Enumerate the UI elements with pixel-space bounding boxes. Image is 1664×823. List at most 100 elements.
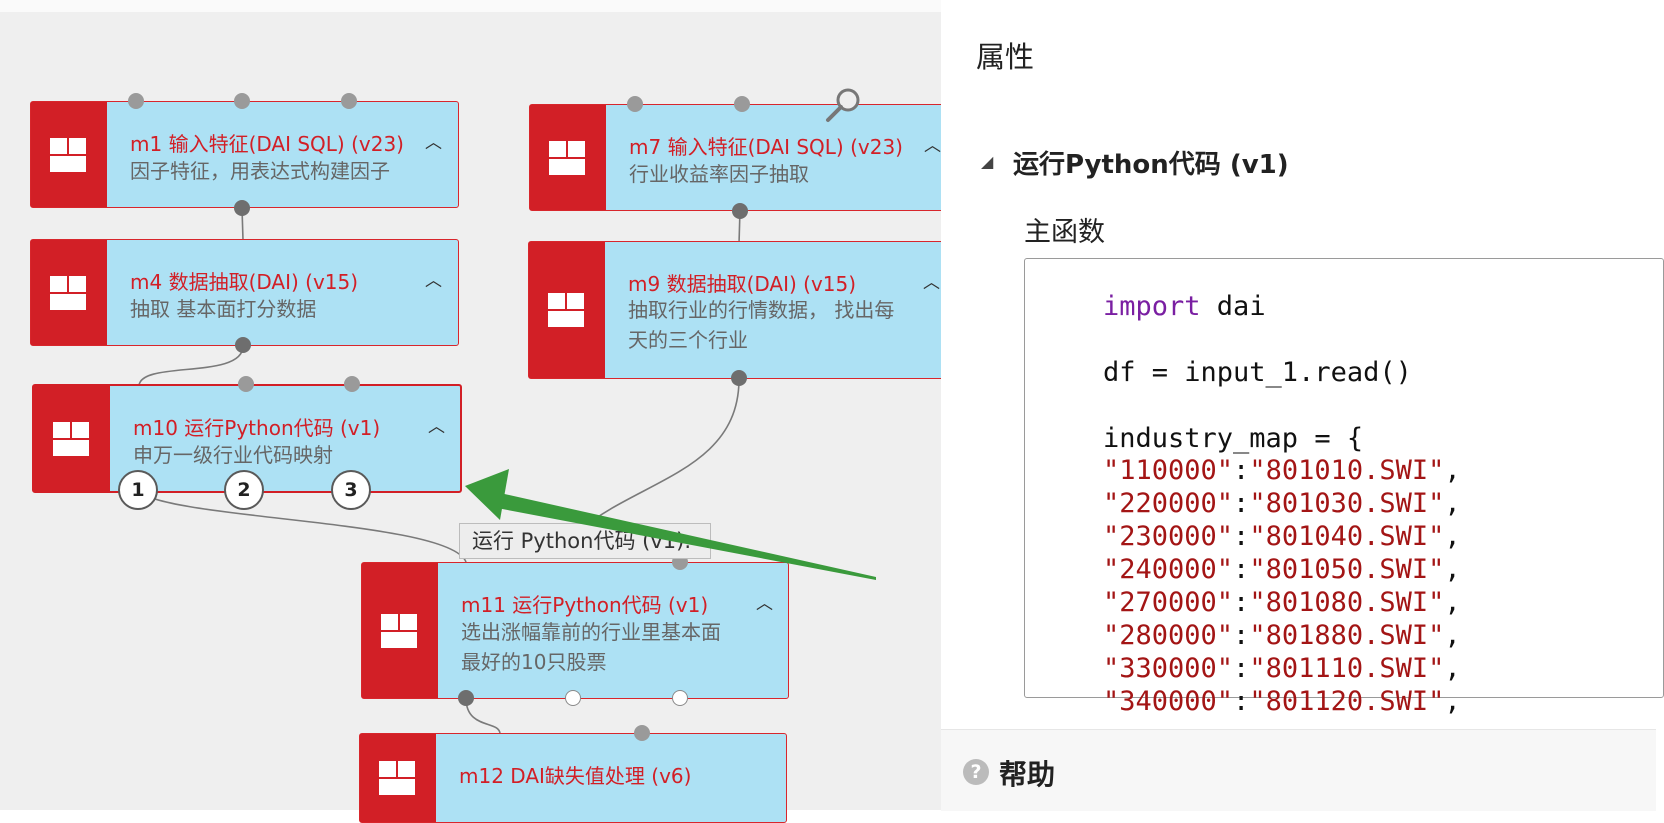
- node-m10-icon-strip: [34, 386, 110, 491]
- module-grid-icon: [548, 293, 584, 327]
- module-grid-icon: [50, 137, 86, 172]
- code-string-key: "280000": [1103, 620, 1234, 651]
- panel-heading: 属性: [976, 40, 1035, 74]
- code-map-entry: "240000":"801050.SWI",: [1103, 554, 1461, 585]
- output-port[interactable]: [732, 203, 748, 219]
- input-port[interactable]: [238, 376, 254, 392]
- input-port[interactable]: [234, 93, 250, 109]
- code-line-read: df = input_1.read(): [1103, 357, 1412, 388]
- code-colon: :: [1233, 521, 1250, 552]
- code-string-value: "801880.SWI": [1249, 620, 1445, 651]
- code-comma: ,: [1444, 455, 1461, 486]
- code-string-key: "340000": [1103, 686, 1234, 717]
- node-m7-icon-strip: [530, 105, 606, 210]
- node-m7[interactable]: m7 输入特征(DAI SQL) (v23) 行业收益率因子抽取 ︿: [529, 104, 959, 211]
- code-map-entry: "330000":"801110.SWI",: [1103, 653, 1461, 684]
- collapse-chevron-icon[interactable]: ︿: [923, 273, 940, 293]
- output-port-3[interactable]: 3: [331, 470, 371, 510]
- node-m12[interactable]: m12 DAI缺失值处理 (v6): [359, 733, 787, 823]
- code-comma: ,: [1444, 521, 1461, 552]
- code-string-value: "801010.SWI": [1249, 455, 1445, 486]
- code-comma: ,: [1444, 686, 1461, 717]
- workflow-canvas[interactable]: m1 输入特征(DAI SQL) (v23) 因子特征，用表达式构建因子 ︿ m…: [0, 0, 959, 823]
- help-bar[interactable]: [941, 729, 1656, 811]
- node-m9-icon-strip: [529, 242, 605, 378]
- input-port[interactable]: [344, 376, 360, 392]
- collapse-chevron-icon[interactable]: ︿: [924, 136, 941, 156]
- main-function-label: 主函数: [1024, 217, 1105, 248]
- node-m1[interactable]: m1 输入特征(DAI SQL) (v23) 因子特征，用表达式构建因子 ︿: [30, 101, 459, 208]
- module-section-title[interactable]: 运行Python代码 (v1): [1013, 150, 1289, 180]
- node-m11-desc-line2: 最好的10只股票: [461, 650, 607, 674]
- node-m1-desc: 因子特征，用表达式构建因子: [130, 159, 390, 183]
- output-port[interactable]: [731, 370, 747, 386]
- edge-m4-m10: [138, 345, 244, 387]
- code-colon: :: [1233, 686, 1250, 717]
- collapse-chevron-icon[interactable]: ︿: [425, 133, 442, 153]
- edge-m11-m12: [465, 697, 501, 735]
- input-port[interactable]: [634, 725, 650, 741]
- help-label[interactable]: 帮助: [999, 758, 1056, 791]
- node-m11[interactable]: m11 运行Python代码 (v1) 选出涨幅靠前的行业里基本面 最好的10只…: [361, 562, 789, 699]
- node-m7-desc: 行业收益率因子抽取: [629, 162, 809, 186]
- canvas-top-band: [0, 0, 941, 12]
- node-m9[interactable]: m9 数据抽取(DAI) (v15) 抽取行业的行情数据， 找出每 天的三个行业…: [528, 241, 959, 379]
- module-grid-icon: [53, 421, 89, 456]
- code-comma: ,: [1444, 488, 1461, 519]
- collapse-chevron-icon[interactable]: ︿: [425, 271, 442, 291]
- code-string-value: "801030.SWI": [1249, 488, 1445, 519]
- collapse-triangle-icon[interactable]: ◢: [981, 152, 994, 171]
- node-m1-icon-strip: [31, 102, 107, 207]
- output-port-2[interactable]: 2: [224, 470, 264, 510]
- code-colon: :: [1233, 554, 1250, 585]
- code-comma: ,: [1444, 554, 1461, 585]
- code-map-entry: "340000":"801120.SWI",: [1103, 686, 1461, 717]
- module-grid-icon: [381, 613, 417, 648]
- node-m12-title: m12 DAI缺失值处理 (v6): [459, 764, 692, 788]
- code-map-entry: "220000":"801030.SWI",: [1103, 488, 1461, 519]
- input-port[interactable]: [341, 93, 357, 109]
- code-string-key: "330000": [1103, 653, 1234, 684]
- node-m11-desc-line1: 选出涨幅靠前的行业里基本面: [461, 620, 721, 644]
- code-string-value: "801080.SWI": [1249, 587, 1445, 618]
- magnifier-icon[interactable]: [824, 86, 864, 126]
- input-port[interactable]: [627, 96, 643, 112]
- input-port[interactable]: [128, 93, 144, 109]
- code-line-map-open: industry_map = {: [1103, 423, 1364, 454]
- code-string-key: "240000": [1103, 554, 1234, 585]
- input-port[interactable]: [734, 96, 750, 112]
- help-icon: ?: [963, 759, 989, 785]
- node-m9-desc-line2: 天的三个行业: [628, 328, 748, 352]
- output-port[interactable]: [235, 337, 251, 353]
- code-string-value: "801050.SWI": [1249, 554, 1445, 585]
- node-m4[interactable]: m4 数据抽取(DAI) (v15) 抽取 基本面打分数据 ︿: [30, 239, 459, 346]
- code-comma: ,: [1444, 653, 1461, 684]
- node-m9-desc-line1: 抽取行业的行情数据， 找出每: [628, 298, 895, 322]
- code-string-key: "220000": [1103, 488, 1234, 519]
- node-m12-icon-strip: [360, 734, 436, 822]
- code-keyword: import: [1103, 291, 1201, 322]
- collapse-chevron-icon[interactable]: ︿: [428, 417, 445, 437]
- code-editor[interactable]: import dai df = input_1.read() industry_…: [1024, 258, 1664, 717]
- node-m1-title: m1 输入特征(DAI SQL) (v23): [130, 132, 404, 156]
- output-port[interactable]: [565, 690, 581, 706]
- collapse-chevron-icon[interactable]: ︿: [756, 594, 773, 614]
- properties-panel: 属性 ◢ 运行Python代码 (v1) 主函数 import dai df =…: [941, 0, 1664, 811]
- output-port[interactable]: [672, 690, 688, 706]
- module-grid-icon: [549, 140, 585, 175]
- code-map-entry: "280000":"801880.SWI",: [1103, 620, 1461, 651]
- module-grid-icon: [379, 761, 415, 795]
- output-port[interactable]: [234, 200, 250, 216]
- node-m10-desc: 申万一级行业代码映射: [133, 443, 333, 467]
- output-port-1[interactable]: 1: [118, 470, 158, 510]
- code-map-entry: "230000":"801040.SWI",: [1103, 521, 1461, 552]
- node-m11-title: m11 运行Python代码 (v1): [461, 593, 709, 617]
- output-port[interactable]: [458, 690, 474, 706]
- code-colon: :: [1233, 653, 1250, 684]
- node-m4-icon-strip: [31, 240, 107, 345]
- code-comma: ,: [1444, 587, 1461, 618]
- code-colon: :: [1233, 620, 1250, 651]
- code-text: dai: [1200, 291, 1266, 322]
- code-string-key: "230000": [1103, 521, 1234, 552]
- code-string-value: "801040.SWI": [1249, 521, 1445, 552]
